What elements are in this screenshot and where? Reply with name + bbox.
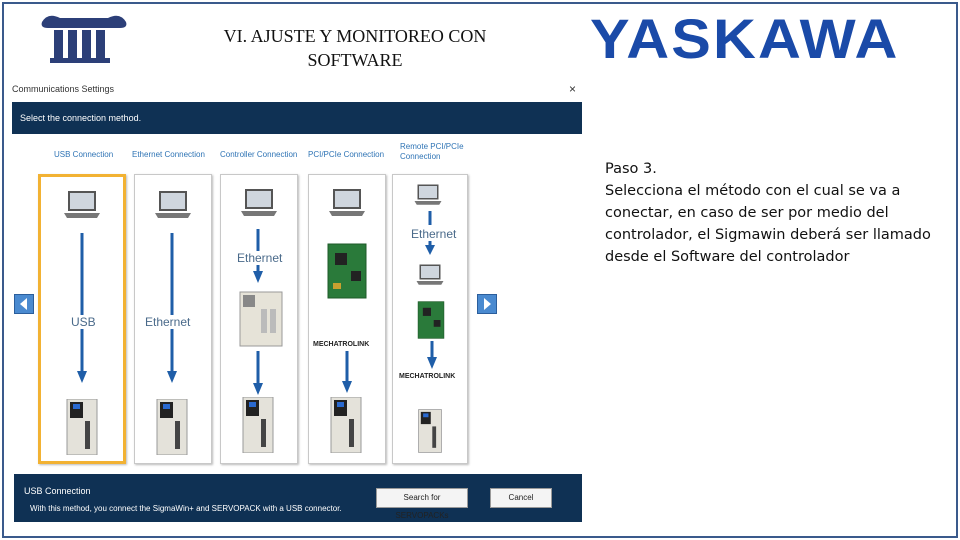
method-panel-controller[interactable]: Ethernet [220,174,298,464]
search-servopacks-button[interactable]: Search for SERVOPACKs [376,488,468,520]
arrow-left-icon[interactable] [14,294,34,314]
arrow-down-icon [425,211,435,255]
close-icon[interactable]: × [568,82,576,96]
tab-ethernet-connection[interactable]: Ethernet Connection [132,150,205,159]
laptop-icon [155,191,191,218]
servopack-icon [330,397,362,453]
step-body: Selecciona el método con el cual se va a… [605,183,931,265]
dialog-header: Select the connection method. [12,102,582,134]
cancel-button[interactable]: Cancel [490,488,552,508]
servopack-icon [66,399,98,455]
tab-controller-connection[interactable]: Controller Connection [220,150,298,159]
usb-label: USB [71,315,96,329]
laptop-icon [329,189,365,216]
dialog-footer: USB Connection With this method, you con… [14,474,582,522]
board-icon [327,243,367,299]
servopack-icon [418,409,442,453]
tab-remote-pci-connection[interactable]: Remote PCI/PCIe Connection [400,142,464,161]
slide-title: VI. AJUSTE Y MONITOREO CON SOFTWARE [223,26,487,70]
arrow-down-icon [342,351,352,393]
arrow-down-icon [253,351,263,395]
laptop-icon [241,189,277,216]
dialog-header-text: Select the connection method. [20,113,142,123]
method-panel-usb[interactable]: USB [38,174,126,464]
method-panel-pci[interactable]: MECHATROLINK [308,174,386,464]
remote-ethernet-label: Ethernet [411,227,457,241]
method-panel-remote-pci[interactable]: Ethernet MECHATROLINK [392,174,468,464]
controller-icon [239,291,283,347]
step-heading: Paso 3. [605,161,657,177]
footer-description: With this method, you connect the SigmaW… [30,504,342,513]
tab-pci-connection[interactable]: PCI/PCIe Connection [308,150,385,159]
footer-title: USB Connection [24,486,91,496]
arrow-down-icon [77,233,87,383]
board-icon [417,301,445,339]
controller-ethernet-label: Ethernet [237,251,283,265]
communications-settings-dialog: Communications Settings × Select the con… [6,78,582,524]
pillar-logo-icon [41,15,127,63]
arrow-right-icon[interactable] [477,294,497,314]
mechatrolink-label: MECHATROLINK [399,373,456,380]
tab-usb-connection[interactable]: USB Connection [54,150,114,159]
dialog-title: Communications Settings [12,84,115,94]
servopack-icon [242,397,274,453]
ethernet-label: Ethernet [145,315,191,329]
brand-logo: YASKAWA [590,7,900,70]
servopack-icon [156,399,188,455]
laptop-icon [416,264,444,285]
mechatrolink-label: MECHATROLINK [313,341,370,348]
step-instructions: Paso 3. Selecciona el método con el cual… [605,158,945,268]
laptop-icon [64,191,100,218]
arrow-down-icon [167,233,177,383]
arrow-down-icon [427,341,437,369]
method-panel-ethernet[interactable]: Ethernet [134,174,212,464]
laptop-icon [414,184,442,205]
